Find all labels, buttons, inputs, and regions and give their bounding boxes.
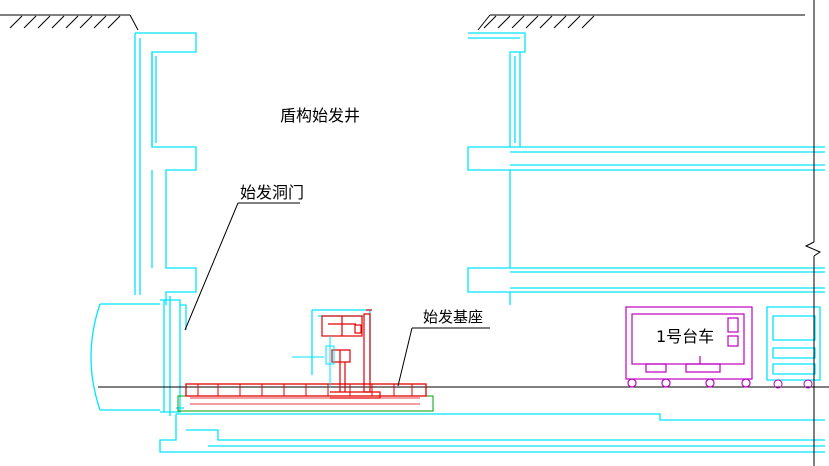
leader-lines bbox=[184, 202, 490, 387]
upper-slab bbox=[510, 146, 825, 171]
portal-label: 始发洞门 bbox=[240, 183, 304, 202]
launch-base bbox=[177, 383, 434, 412]
car-label: 1号台车 bbox=[656, 327, 714, 346]
reaction-frame bbox=[321, 309, 381, 399]
segment-car bbox=[625, 306, 753, 388]
break-line bbox=[804, 0, 822, 466]
base-label: 始发基座 bbox=[423, 308, 483, 326]
ground-surface-left bbox=[0, 14, 139, 31]
shaft-label: 盾构始发井 bbox=[280, 106, 360, 125]
right-wall bbox=[467, 32, 526, 305]
lifting-equipment bbox=[292, 336, 335, 388]
shaft-structure bbox=[90, 32, 825, 453]
portal-frame bbox=[160, 296, 181, 416]
bottom-slab bbox=[159, 413, 825, 453]
trailer-wheels bbox=[773, 379, 813, 389]
tunnel-tube bbox=[90, 303, 160, 411]
portal-leader bbox=[184, 202, 300, 331]
base-leader bbox=[397, 327, 490, 387]
ground-surface-right bbox=[477, 14, 805, 31]
left-wall bbox=[135, 32, 197, 305]
middle-slab bbox=[510, 267, 825, 293]
